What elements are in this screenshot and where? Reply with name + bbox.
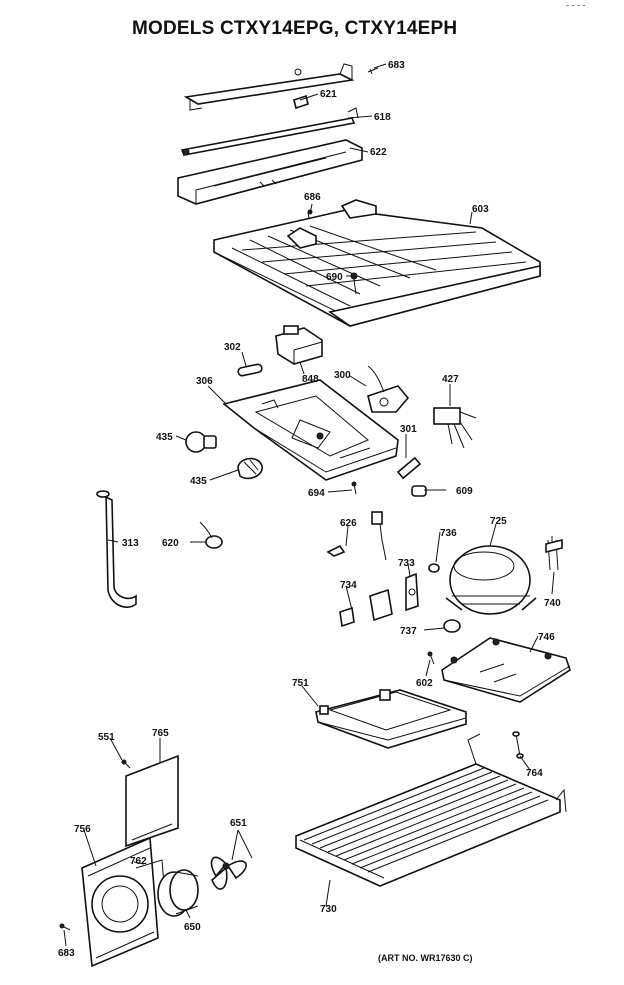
rod-618 [180,107,359,156]
bulb-435 [185,431,217,453]
base-plate-746 [441,637,571,703]
callout-694: 694 [308,488,325,499]
screw-683-top [367,67,379,75]
compressor-725 [445,545,537,615]
connector-427 [433,407,477,449]
clip-551 [121,759,131,769]
capacitor-734 [339,588,393,628]
callout-686: 686 [304,192,321,203]
callout-302: 302 [224,342,241,353]
callout-622: 622 [370,147,387,158]
callout-620: 620 [162,538,179,549]
callout-313: 313 [122,538,139,549]
screw-602 [427,651,435,665]
shelf-603 [213,199,541,327]
callout-300: 300 [334,370,351,381]
screw-683-bottom [59,923,71,931]
screw-694 [351,481,357,495]
callout-737: 737 [400,626,417,637]
callout-306: 306 [196,376,213,387]
callout-762: 762 [130,856,147,867]
screw-764 [512,731,524,759]
art-number: (ART NO. WR17630 C) [378,953,473,963]
callout-603: 603 [472,204,489,215]
callout-551: 551 [98,732,115,743]
bracket-740 [545,536,563,571]
callout-756: 756 [74,824,91,835]
clip-736 [428,563,440,573]
relay-626 [326,511,387,561]
callout-labels: 683 621 618 622 686 603 690 302 848 300 … [58,60,561,959]
callout-765: 765 [152,728,169,739]
callout-751: 751 [292,678,309,689]
callout-764: 764 [526,768,543,779]
callout-435-socket: 435 [190,476,207,487]
knob-302 [237,363,263,377]
callout-848: 848 [302,374,319,385]
tube-313 [96,490,137,608]
callout-730: 730 [320,904,337,915]
grommet-737 [443,619,461,633]
drain-pan-751 [315,689,467,749]
callout-301: 301 [400,424,417,435]
callout-683-top: 683 [388,60,405,71]
corner-mark: - - - - [566,0,586,10]
callout-626: 626 [340,518,357,529]
button-301 [396,456,422,480]
callout-609: 609 [456,486,473,497]
socket-435 [237,457,263,480]
thermostat-848 [275,325,323,365]
control-housing-306 [222,379,399,481]
callout-427: 427 [442,374,459,385]
callout-733: 733 [398,558,415,569]
page-title: MODELS CTXY14EPG, CTXY14EPH [132,18,458,39]
callout-621: 621 [320,89,337,100]
callout-734: 734 [340,580,357,591]
leader-lines [63,63,555,947]
callout-740: 740 [544,598,561,609]
callout-651: 651 [230,818,247,829]
fan-blade-651 [210,856,247,890]
condenser-coil-730 [295,733,567,887]
overload-733 [405,572,419,612]
callout-725: 725 [490,516,507,527]
switch-300 [367,365,410,413]
grommet-609 [411,485,427,497]
top-bracket-621 [183,63,355,111]
callout-746: 746 [538,632,555,643]
sensor-620 [199,521,223,549]
callout-736: 736 [440,528,457,539]
fan-bracket-756 [81,836,159,968]
callout-650: 650 [184,922,201,933]
fan-motor-650 [157,869,199,917]
insulation-765 [125,754,179,848]
channel-622 [177,139,363,205]
callout-618: 618 [374,112,391,123]
callout-602: 602 [416,678,433,689]
callout-690: 690 [326,272,343,283]
callout-435-bulb: 435 [156,432,173,443]
callout-683-bottom: 683 [58,948,75,959]
